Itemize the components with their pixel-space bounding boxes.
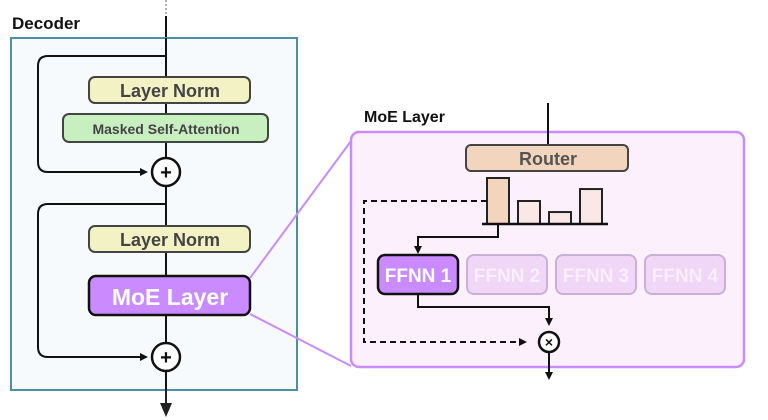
gate-weight-dashed-path [363,200,527,346]
layer-norm-1-label: Layer Norm [120,81,220,101]
router-weight-bar-1 [486,177,510,225]
router-label: Router [519,149,577,169]
layer-norm-2-block[interactable]: Layer Norm [88,225,251,253]
router-block[interactable]: Router [465,144,629,172]
route-to-expert-arrow [414,224,499,254]
expert-2[interactable]: FFNN 2 [466,254,548,295]
masked-self-attention-label: Masked Self-Attention [92,121,239,137]
masked-self-attention-block[interactable]: Masked Self-Attention [62,113,269,143]
plus-icon: + [160,162,172,184]
expert-3[interactable]: FFNN 3 [555,254,637,295]
expert-4[interactable]: FFNN 4 [644,254,726,295]
plus-icon: + [160,347,172,369]
layer-norm-1-block[interactable]: Layer Norm [88,76,251,104]
expert-label: FFNN 3 [563,266,630,287]
moe-layer-label: MoE Layer [112,284,228,310]
expert-label: FFNN 1 [385,266,452,287]
router-weight-bar-4 [579,188,603,225]
residual-connection-2 [37,203,166,361]
multiply-node: × [537,330,561,354]
zoom-connector-bottom [249,313,352,367]
zoom-connector-top [249,140,352,279]
expert-1[interactable]: FFNN 1 [376,253,460,296]
router-weight-bar-3 [548,211,572,225]
moe-layer-block[interactable]: MoE Layer [87,274,252,317]
expert-label: FFNN 2 [474,266,541,287]
add-node-1: + [150,156,182,188]
decoder-title: Decoder [12,14,80,33]
residual-connection-1 [37,55,166,176]
router-weight-bar-2 [517,200,541,225]
moe-panel-title: MoE Layer [364,109,445,126]
multiply-icon: × [545,334,553,350]
experts-row: FFNN 1 FFNN 2 FFNN 3 FFNN 4 [376,253,726,296]
expert-label: FFNN 4 [652,266,719,287]
expert-output-arrow [417,295,553,326]
layer-norm-2-label: Layer Norm [120,230,220,250]
add-node-2: + [150,341,182,373]
